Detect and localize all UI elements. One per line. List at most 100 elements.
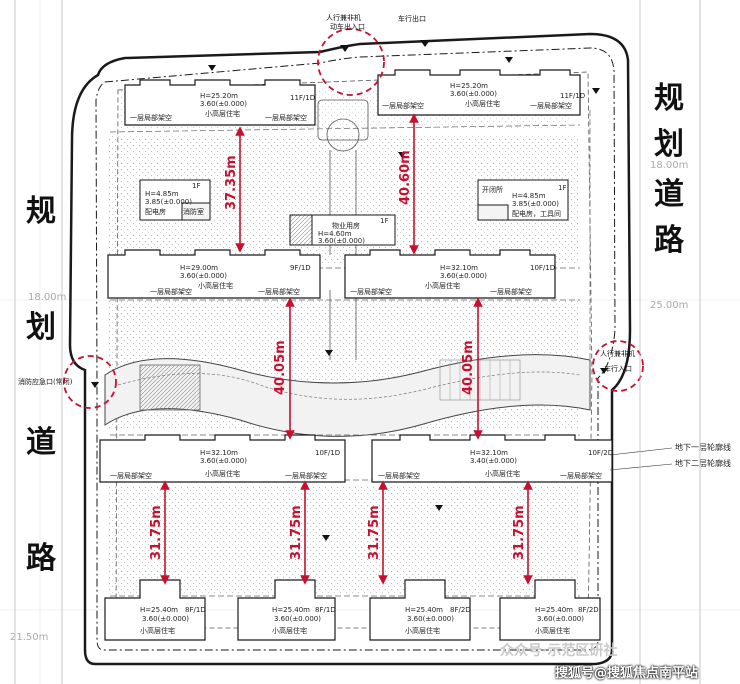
svg-text:H=32.10m: H=32.10m [470,449,508,457]
road-label-char: 道 [654,177,684,212]
svg-text:3.60(±0.000): 3.60(±0.000) [274,615,321,623]
distance-label: 40.60m [398,150,413,205]
svg-text:小高层住宅: 小高层住宅 [465,99,500,108]
road-label-char: 划 [654,127,684,162]
facility-right-gate [477,204,509,221]
building-1 [124,79,316,126]
svg-text:H=4.85m: H=4.85m [512,192,546,200]
building-7 [104,579,206,641]
building-8 [237,579,336,641]
svg-text:3.60(±0.000): 3.60(±0.000) [200,457,247,465]
distance-label: 40.05m [273,340,288,395]
svg-text:小高层住宅: 小高层住宅 [405,626,440,635]
svg-text:3.60(±0.000): 3.60(±0.000) [318,237,365,245]
svg-text:地下一层轮廓线: 地下一层轮廓线 [675,442,731,452]
watermark-line1: 众众号·示范区研社 [500,643,618,659]
svg-text:18.00m: 18.00m [28,292,66,303]
svg-text:8F/1D: 8F/1D [315,606,336,614]
svg-text:一层局部架空: 一层局部架空 [378,471,420,480]
svg-text:一层局部架空: 一层局部架空 [285,471,327,480]
road-label-char: 划 [26,310,56,345]
svg-text:3.85(±0.000): 3.85(±0.000) [512,200,559,208]
inner-boundary-dashed [95,47,616,651]
svg-text:10F/1D: 10F/1D [315,449,340,457]
svg-text:消防应急口(常闭): 消防应急口(常闭) [18,377,73,386]
svg-text:物业用房: 物业用房 [332,221,360,230]
svg-text:1F: 1F [380,217,388,225]
facility-left-fire [181,202,211,221]
svg-text:一层局部架空: 一层局部架空 [265,113,307,122]
svg-text:10F/2D: 10F/2D [588,449,613,457]
svg-text:一层局部架空: 一层局部架空 [490,287,532,296]
svg-text:H=25.20m: H=25.20m [450,82,488,90]
svg-text:25.00m: 25.00m [650,300,688,311]
svg-text:3.60(±0.000): 3.60(±0.000) [537,615,584,623]
road-label-char: 规 [26,194,56,229]
distance-label: 31.75m [367,505,382,560]
svg-text:11F/1D: 11F/1D [290,94,315,102]
svg-text:3.40(±0.000): 3.40(±0.000) [470,457,517,465]
svg-text:人行兼非机: 人行兼非机 [600,349,635,358]
svg-text:小高层住宅: 小高层住宅 [198,281,233,290]
svg-text:3.60(±0.000): 3.60(±0.000) [180,272,227,280]
svg-text:开闭所: 开闭所 [482,185,503,194]
distance-lines [160,113,533,585]
watermark-line2: 搜狐号@搜狐焦点南平站 [555,666,699,681]
svg-text:配电房，工具间: 配电房，工具间 [512,209,561,218]
svg-text:小高层住宅: 小高层住宅 [535,626,570,635]
svg-text:3.60(±0.000): 3.60(±0.000) [407,615,454,623]
svg-text:配电房: 配电房 [145,207,166,216]
svg-text:8F/2D: 8F/2D [450,606,471,614]
svg-text:H=25.20m: H=25.20m [200,92,238,100]
svg-text:21.50m: 21.50m [10,632,48,643]
plaza-hatch [139,364,201,411]
svg-text:车行入口: 车行入口 [604,364,632,373]
svg-text:H=32.10m: H=32.10m [200,449,238,457]
svg-text:3.60(±0.000): 3.60(±0.000) [200,100,247,108]
building-9 [369,579,471,641]
svg-text:一层局部架空: 一层局部架空 [382,101,424,110]
building-3 [107,249,321,299]
road-edges [14,0,701,684]
facilities [139,179,569,246]
svg-text:动车出入口: 动车出入口 [330,22,365,31]
svg-text:3.60(±0.000): 3.60(±0.000) [440,272,487,280]
svg-text:小高层住宅: 小高层住宅 [272,626,307,635]
building-2 [377,69,581,116]
svg-text:一层局部架空: 一层局部架空 [560,471,602,480]
svg-text:H=25.40m: H=25.40m [140,606,178,614]
distance-label: 37.35m [224,155,239,210]
svg-text:小高层住宅: 小高层住宅 [140,626,175,635]
svg-text:消防室: 消防室 [183,207,204,216]
svg-text:一层局部架空: 一层局部架空 [258,287,300,296]
distance-labels: 37.35m 40.60m 40.05m 40.05m 31.75m 31.75… [149,150,527,560]
svg-text:小高层住宅: 小高层住宅 [205,109,240,118]
road-label-char: 路 [26,541,56,576]
svg-text:小高层住宅: 小高层住宅 [425,281,460,290]
svg-text:小高层住宅: 小高层住宅 [205,469,240,478]
svg-text:人行兼非机: 人行兼非机 [326,13,361,22]
svg-text:H=29.00m: H=29.00m [180,264,218,272]
svg-text:一层局部架空: 一层局部架空 [110,471,152,480]
svg-text:H=25.40m: H=25.40m [405,606,443,614]
svg-text:H=32.10m: H=32.10m [440,264,478,272]
svg-text:H=4.85m: H=4.85m [145,190,179,198]
building-6 [371,434,613,483]
svg-text:车行出口: 车行出口 [398,14,426,23]
svg-text:1F: 1F [192,182,200,190]
svg-text:3.60(±0.000): 3.60(±0.000) [142,615,189,623]
distance-label: 40.05m [461,340,476,395]
svg-text:1F: 1F [558,184,566,192]
facility-labels: 1F H=4.85m 3.85(±0.000) 配电房 消防室 开闭所 1F H… [145,182,566,245]
building-4 [344,249,556,299]
svg-text:3.85(±0.000): 3.85(±0.000) [145,198,192,206]
svg-text:11F/1D: 11F/1D [560,92,585,100]
road-label-char: 规 [654,81,684,116]
building-labels: H=25.20m 3.60(±0.000) 11F/1D 一层局部架空 小高层住… [110,82,613,635]
svg-text:一层局部架空: 一层局部架空 [150,287,192,296]
road-label-char: 路 [654,223,684,258]
distance-label: 31.75m [289,505,304,560]
svg-text:H=4.60m: H=4.60m [318,230,352,238]
svg-text:H=25.40m: H=25.40m [272,606,310,614]
